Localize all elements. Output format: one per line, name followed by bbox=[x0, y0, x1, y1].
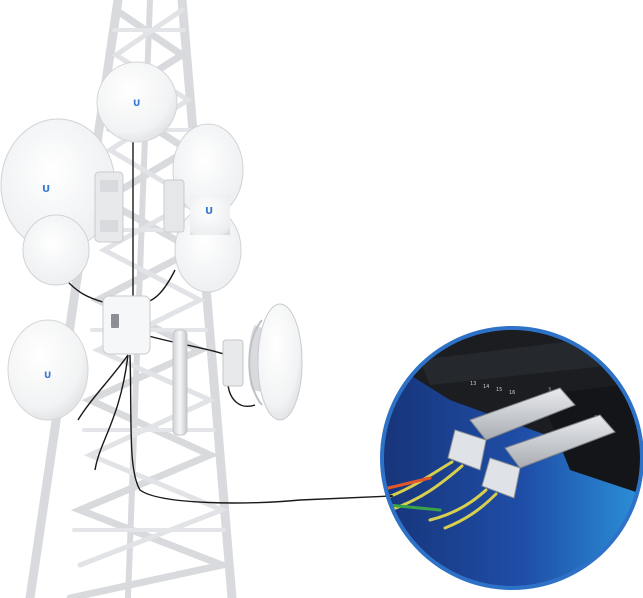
antenna-airfiber-left: U bbox=[0, 118, 124, 286]
svg-text:13: 13 bbox=[470, 381, 476, 387]
svg-text:14: 14 bbox=[483, 384, 489, 390]
svg-text:1: 1 bbox=[548, 387, 552, 394]
sector-antenna bbox=[172, 329, 188, 436]
svg-text:U: U bbox=[42, 184, 50, 195]
antenna-bottom-left-dish: U bbox=[7, 319, 89, 421]
svg-text:U: U bbox=[133, 99, 140, 109]
svg-text:U: U bbox=[44, 371, 51, 381]
enclosure-box bbox=[102, 295, 151, 355]
antenna-top-dish: U bbox=[96, 61, 178, 143]
switch-inset: 13 14 15 16 1 3 bbox=[380, 326, 643, 590]
svg-text:15: 15 bbox=[496, 387, 502, 393]
ubiquiti-logo-icon: U bbox=[205, 206, 213, 217]
svg-text:16: 16 bbox=[509, 390, 515, 396]
antenna-airfiber-right: U bbox=[163, 123, 244, 293]
ubiquiti-logo-icon: U bbox=[42, 184, 50, 195]
svg-text:U: U bbox=[205, 206, 213, 217]
antenna-powerbeam bbox=[222, 303, 303, 421]
sfp-module-1 bbox=[447, 387, 576, 471]
sfp-module-2 bbox=[481, 414, 616, 499]
ubiquiti-logo-icon: U bbox=[44, 371, 51, 381]
ubiquiti-logo-icon: U bbox=[133, 99, 140, 109]
